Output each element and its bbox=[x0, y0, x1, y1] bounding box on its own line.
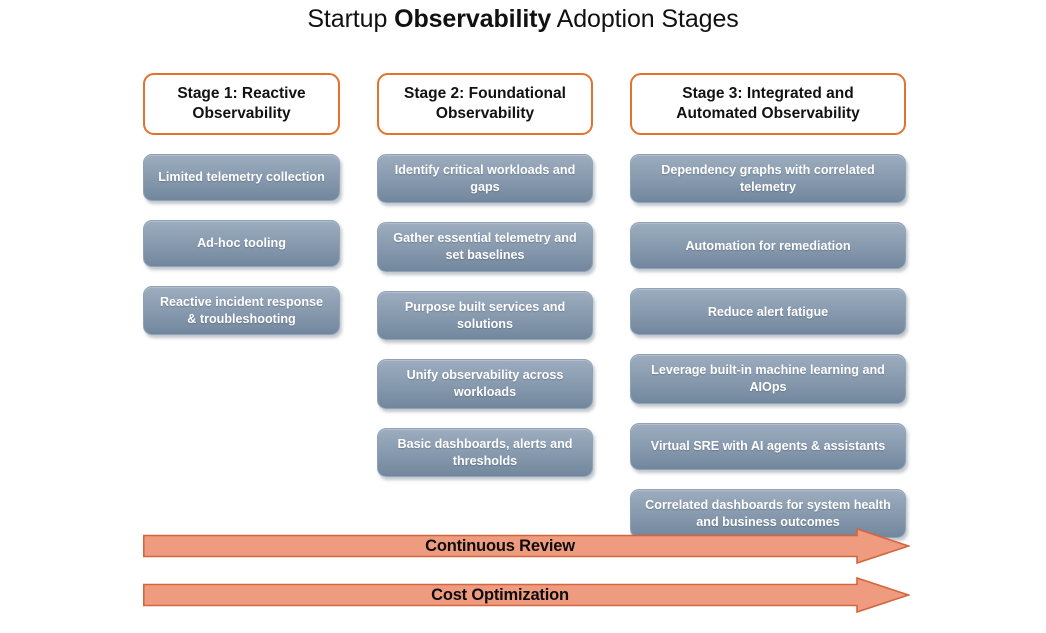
right-arrow-icon bbox=[143, 528, 910, 564]
stage-item-list-2: Identify critical workloads and gaps Gat… bbox=[377, 154, 593, 478]
stage-item[interactable]: Purpose built services and solutions bbox=[377, 290, 593, 341]
stage-header-1[interactable]: Stage 1: Reactive Observability bbox=[143, 73, 340, 135]
page-title: Startup Observability Adoption Stages bbox=[0, 5, 1046, 34]
stage-item[interactable]: Leverage built-in machine learning and A… bbox=[630, 354, 906, 404]
cost-optimization-arrow[interactable]: Cost Optimization bbox=[143, 577, 910, 613]
stage-item[interactable]: Unify observability across workloads bbox=[377, 359, 593, 409]
stage-item[interactable]: Correlated dashboards for system health … bbox=[630, 488, 906, 539]
page-title-emphasis: Observability bbox=[394, 5, 552, 33]
stage-header-3[interactable]: Stage 3: Integrated and Automated Observ… bbox=[630, 73, 906, 135]
stage-item[interactable]: Limited telemetry collection bbox=[143, 154, 340, 201]
stage-header-2[interactable]: Stage 2: Foundational Observability bbox=[377, 73, 593, 135]
stage-column-2: Stage 2: Foundational Observability Iden… bbox=[377, 73, 593, 478]
stage-column-1: Stage 1: Reactive Observability Limited … bbox=[143, 73, 340, 336]
stage-item[interactable]: Reduce alert fatigue bbox=[630, 288, 906, 336]
stage-item[interactable]: Gather essential telemetry and set basel… bbox=[377, 222, 593, 272]
stage-item-list-1: Limited telemetry collection Ad-hoc tool… bbox=[143, 154, 340, 336]
stage-item[interactable]: Reactive incident response & troubleshoo… bbox=[143, 286, 340, 336]
right-arrow-icon bbox=[143, 577, 910, 613]
stage-item[interactable]: Virtual SRE with AI agents & assistants bbox=[630, 422, 906, 470]
stage-item[interactable]: Ad-hoc tooling bbox=[143, 220, 340, 267]
page-title-prefix: Startup bbox=[307, 5, 395, 33]
stage-item[interactable]: Basic dashboards, alerts and thresholds bbox=[377, 427, 593, 478]
stage-column-3: Stage 3: Integrated and Automated Observ… bbox=[630, 73, 906, 539]
page-title-suffix: Adoption Stages bbox=[551, 5, 739, 33]
stage-item-list-3: Dependency graphs with correlated teleme… bbox=[630, 154, 906, 539]
stage-item[interactable]: Automation for remediation bbox=[630, 222, 906, 270]
cost-optimization-label: Cost Optimization bbox=[431, 585, 569, 604]
stage-item[interactable]: Identify critical workloads and gaps bbox=[377, 154, 593, 204]
continuous-review-label: Continuous Review bbox=[425, 536, 575, 555]
continuous-review-arrow[interactable]: Continuous Review bbox=[143, 528, 910, 564]
stage-item[interactable]: Dependency graphs with correlated teleme… bbox=[630, 154, 906, 204]
